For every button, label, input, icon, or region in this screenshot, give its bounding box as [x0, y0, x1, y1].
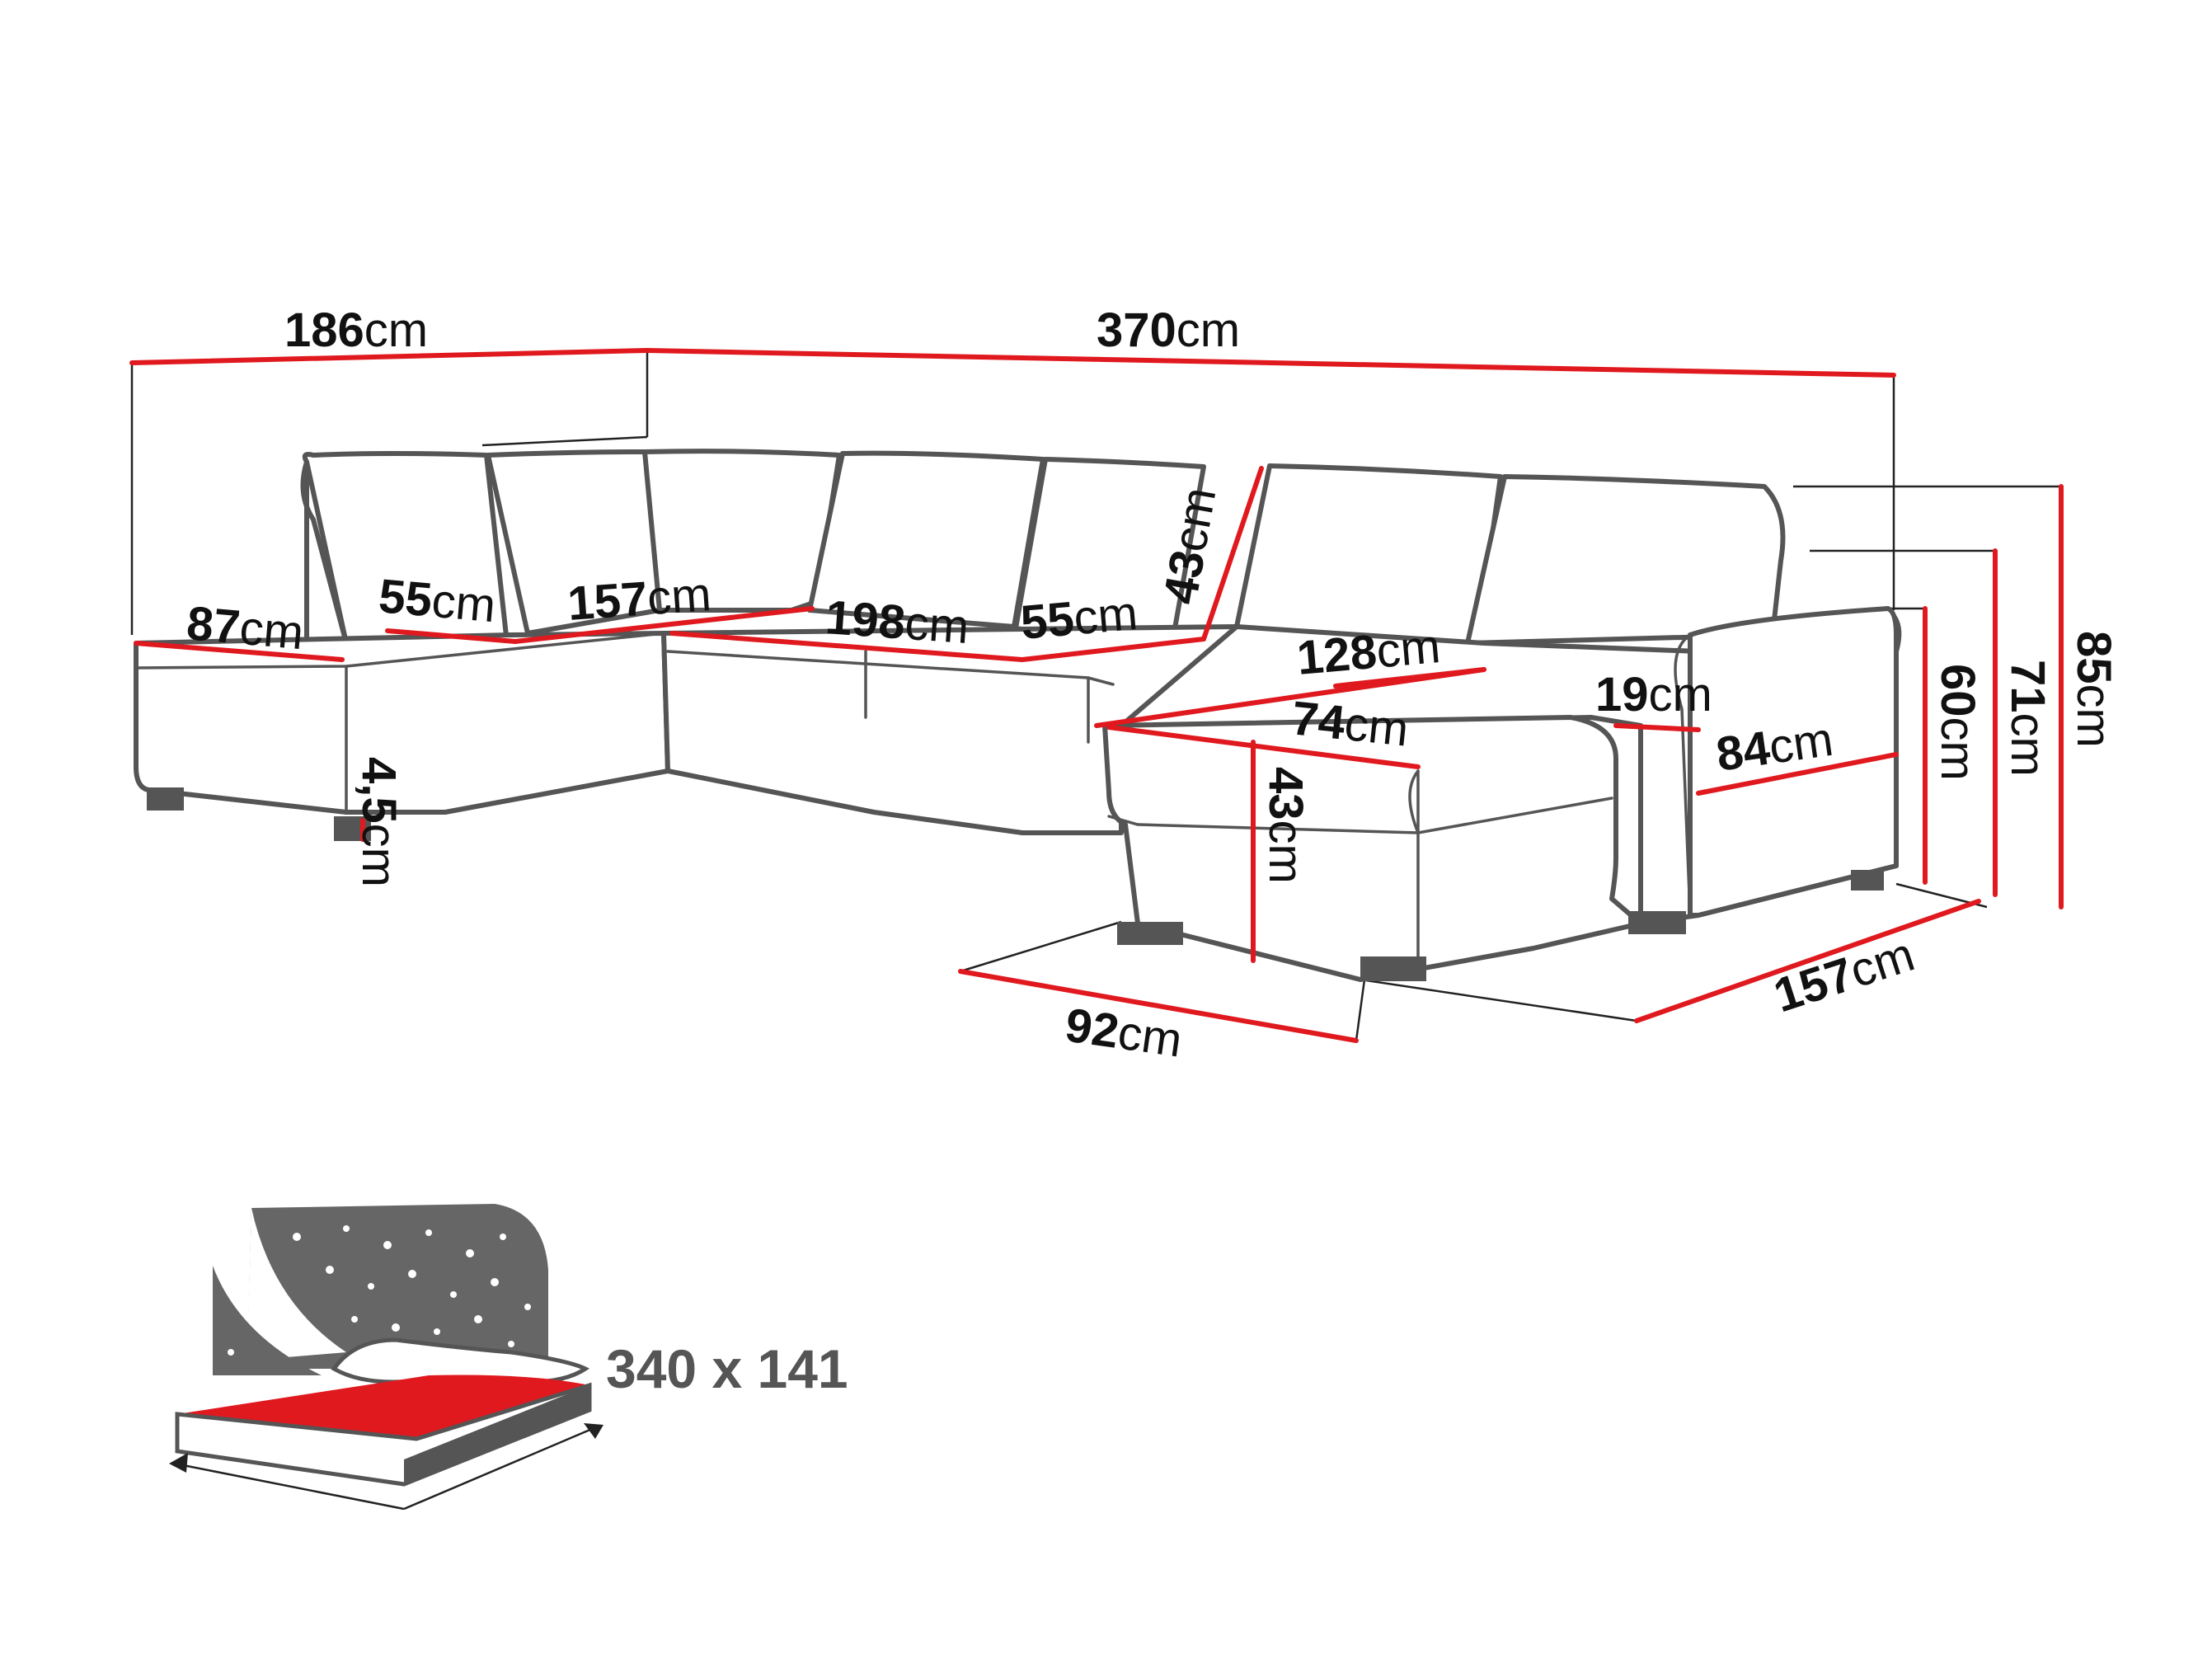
- label-60: 60cm: [1931, 664, 1984, 781]
- back-cushion-6: [1230, 463, 1503, 654]
- label-55-left: 55cm: [377, 569, 498, 632]
- sofa-drawing: [134, 449, 1902, 982]
- dimension-labels: 186cm 370cm 87cm 55cm 157cm 198cm 55cm 4…: [185, 303, 2120, 1068]
- label-4-5: 4,5cm: [352, 757, 406, 887]
- label-157-depth: 157cm: [1768, 928, 1921, 1023]
- stars: [228, 1225, 531, 1356]
- label-186: 186cm: [284, 303, 428, 357]
- dimension-lines: [129, 348, 2064, 1043]
- right-armrest: [1688, 606, 1899, 918]
- label-128: 128cm: [1294, 619, 1442, 685]
- extension-lines: [130, 350, 2061, 1041]
- label-198: 198cm: [824, 590, 970, 654]
- label-157-seat: 157cm: [566, 567, 712, 631]
- leg-3: [1117, 922, 1183, 945]
- leg-4: [1360, 956, 1426, 981]
- label-71: 71cm: [2001, 660, 2055, 777]
- label-84: 84cm: [1713, 712, 1837, 782]
- label-370: 370cm: [1097, 303, 1240, 357]
- label-43-back: 43cm: [1153, 483, 1227, 608]
- label-55-mid: 55cm: [1018, 586, 1139, 650]
- bed-size-label: 340 x 141: [606, 1338, 848, 1399]
- back-cushion-5: [1013, 457, 1206, 654]
- label-43-ottoman: 43cm: [1259, 767, 1313, 884]
- back-cushion-1: [302, 451, 510, 646]
- night-sky-panel: [247, 1204, 548, 1369]
- label-19: 19cm: [1595, 668, 1712, 721]
- mattress-right: [404, 1385, 589, 1484]
- back-cushion-7: [1465, 474, 1786, 646]
- leg-6: [1851, 870, 1884, 891]
- label-74: 74cm: [1289, 691, 1411, 756]
- leg-5: [1628, 911, 1686, 934]
- back-cushion-4: [807, 450, 1045, 629]
- ottoman: [1102, 715, 1643, 982]
- bed-icon: 340 x 141: [169, 1204, 848, 1511]
- label-92: 92cm: [1062, 999, 1186, 1068]
- left-backrest: [300, 459, 349, 654]
- label-87: 87cm: [185, 596, 306, 660]
- leg-1: [147, 787, 184, 811]
- label-85: 85cm: [2067, 631, 2120, 748]
